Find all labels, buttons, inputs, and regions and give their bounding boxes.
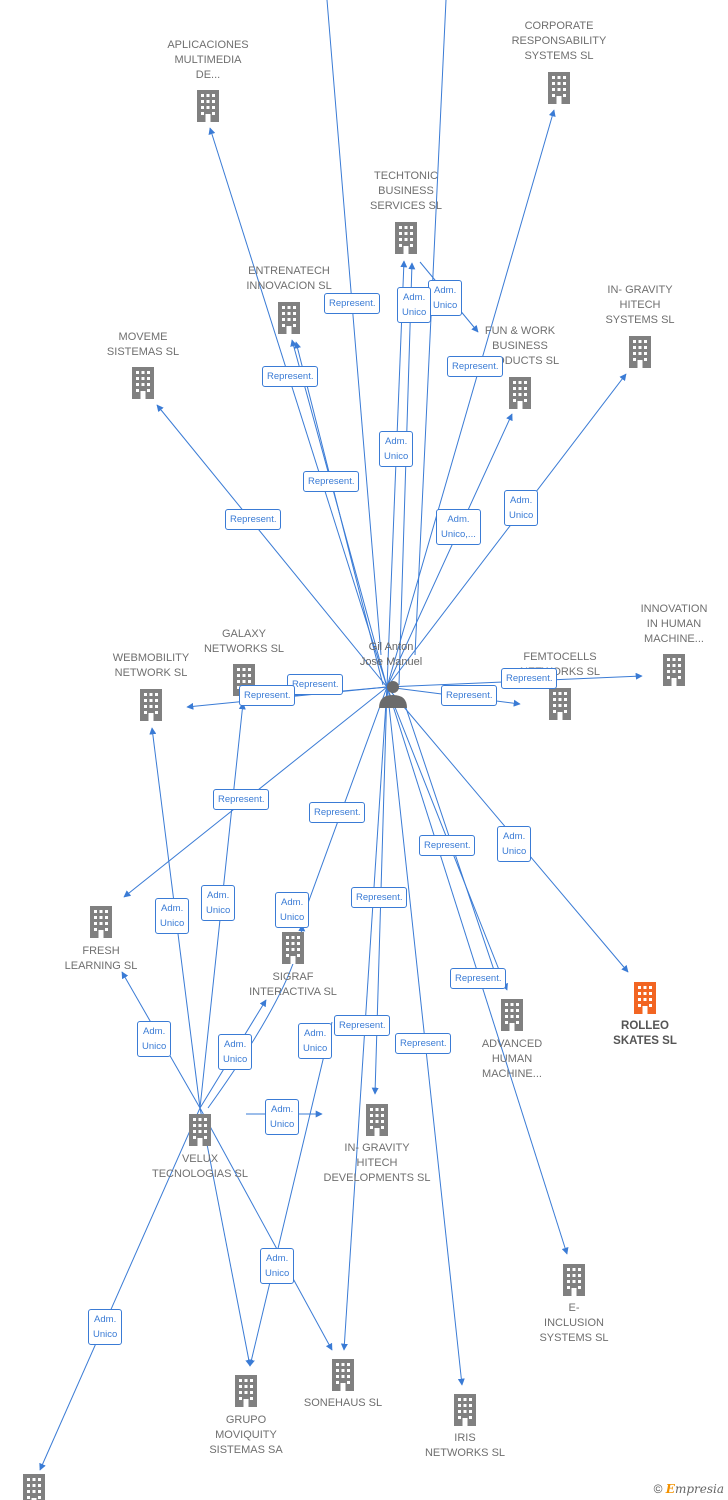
relation-badge-represent: Represent. [287,674,344,695]
relation-badge-represent: Represent. [441,685,498,706]
edge-person-to-fun_work [386,413,513,688]
company-in_gravity_dev-building-icon[interactable] [366,1104,388,1136]
relation-badge-adm-unico: Adm. Unico [155,898,190,934]
relation-badge-adm-unico: Adm. Unico [397,287,432,323]
company-label-rolleo[interactable]: ROLLEO SKATES SL [613,1020,677,1047]
person-icon[interactable] [379,681,407,708]
company-fresh-building-icon[interactable] [90,906,112,938]
edge-person-to-offscreen-2 [414,0,447,656]
company-label-sigraf[interactable]: SIGRAF INTERACTIVA SL [249,971,337,998]
company-label-e_inclusion[interactable]: E- INCLUSION SYSTEMS SL [539,1302,609,1344]
node-layer [23,72,685,1500]
company-innovation_human-building-icon[interactable] [663,654,685,686]
relation-badge-adm-unico: Adm. Unico [275,892,310,928]
relation-badge-represent: Represent. [309,802,366,823]
company-iris-building-icon[interactable] [454,1394,476,1426]
relation-badge-adm-unico: Adm. Unico [265,1099,300,1135]
brand-logo-initial: E [665,1482,675,1496]
edge-person-to-techtonic-2 [398,262,416,686]
company-label-fresh[interactable]: FRESH LEARNING SL [64,945,138,972]
company-rolleo-building-icon[interactable] [634,982,656,1014]
company-label-in_gravity_dev[interactable]: IN- GRAVITY HITECH DEVELOPMENTS SL [323,1142,431,1184]
relation-badge-adm-unico: Adm. Unico [218,1034,253,1070]
relation-badge-adm-unico: Adm. Unico [379,431,414,467]
copyright-symbol: © [653,1482,663,1496]
company-label-techtonic[interactable]: TECHTONIC BUSINESS SERVICES SL [370,170,442,212]
company-in_gravity_hitech-building-icon[interactable] [629,336,651,368]
company-label-advanced[interactable]: ADVANCED HUMAN MACHINE... [481,1038,543,1080]
relation-badge-represent: Represent. [213,789,270,810]
company-label-galaxy[interactable]: GALAXY NETWORKS SL [203,628,285,655]
relation-badge-adm-unico: Adm. Unico [137,1021,172,1057]
company-velux-building-icon[interactable] [189,1114,211,1146]
edge-person-to-corporate [386,109,556,688]
edge-person-to-offscreen-1 [326,0,382,656]
edge-velux-to-grupo [199,1107,253,1367]
company-label-entrenatech[interactable]: ENTRENATECH INNOVACION SL [246,265,332,292]
company-label-corporate[interactable]: CORPORATE RESPONSABILITY SYSTEMS SL [511,20,607,62]
relation-badge-represent: Represent. [303,471,360,492]
relation-badge-represent: Represent. [324,293,381,314]
relation-badge-adm-unico: Adm. Unico [260,1248,295,1284]
relation-badge-represent: Represent. [239,685,296,706]
company-advanced-building-icon[interactable] [501,999,523,1031]
relation-badge-adm-unico: Adm. Unico [201,885,236,921]
brand-logo-text: mpresia [674,1482,724,1496]
company-sigraf-building-icon[interactable] [282,932,304,964]
relation-badge-adm-unico: Adm. Unico [504,490,539,526]
company-corporate-building-icon[interactable] [548,72,570,104]
company-femtocells-building-icon[interactable] [549,688,571,720]
edge-layer [39,0,643,1471]
company-label-innovation_human[interactable]: INNOVATION IN HUMAN MACHINE... [640,603,708,645]
edge-velux-to-sonehaus [199,1107,333,1351]
edge-person-to-in_gravity_hitech [386,373,627,688]
relation-badge-adm-unico: Adm. Unico [88,1309,123,1345]
company-bottom_left-building-icon[interactable] [23,1474,45,1500]
relation-badge-represent: Represent. [450,968,507,989]
relation-badge-represent: Represent. [419,835,476,856]
relation-badge-represent: Represent. [225,509,282,530]
relation-badge-represent: Represent. [395,1033,452,1054]
company-techtonic-building-icon[interactable] [395,222,417,254]
relation-badge-represent: Represent. [351,887,408,908]
company-aplicaciones-building-icon[interactable] [197,90,219,122]
edge-person-to-entrenatech-2 [294,341,384,686]
company-label-in_gravity_hitech[interactable]: IN- GRAVITY HITECH SYSTEMS SL [605,284,675,326]
company-sonehaus-building-icon[interactable] [332,1359,354,1391]
edge-person-to-techtonic [386,260,408,688]
company-label-aplicaciones[interactable]: APLICACIONES MULTIMEDIA DE... [167,39,249,81]
relation-badge-represent: Represent. [501,668,558,689]
relation-badge-adm-unico-more: Adm. Unico,... [436,509,481,545]
company-webmobility-building-icon[interactable] [140,689,162,721]
edge-sigraf-to-grupo [248,1021,333,1367]
company-e_inclusion-building-icon[interactable] [563,1264,585,1296]
company-entrenatech-building-icon[interactable] [278,302,300,334]
relation-badge-represent: Represent. [334,1015,391,1036]
relation-badge-adm-unico: Adm. Unico [497,826,532,862]
relation-badge-represent: Represent. [447,356,504,377]
company-moveme-building-icon[interactable] [132,367,154,399]
relation-badge-adm-unico: Adm. Unico [298,1023,333,1059]
company-label-sonehaus[interactable]: SONEHAUS SL [303,1397,383,1409]
company-label-grupo[interactable]: GRUPO MOVIQUITY SISTEMAS SA [209,1414,283,1456]
edge-velux-to-bottom_left [39,1107,201,1471]
person-label[interactable]: Gil Anton Jose Manuel [359,641,423,668]
edge-person-to-aplicaciones [208,127,388,688]
empresia-watermark: © Empresia [654,1482,724,1496]
company-label-iris[interactable]: IRIS NETWORKS SL [424,1432,506,1459]
company-label-velux[interactable]: VELUX TECNOLOGIAS SL [152,1153,248,1180]
relation-badge-represent: Represent. [262,366,319,387]
company-fun_work-building-icon[interactable] [509,377,531,409]
edge-person-to-moveme [156,404,388,688]
company-grupo-building-icon[interactable] [235,1375,257,1407]
company-label-moveme[interactable]: MOVEME SISTEMAS SL [106,331,180,358]
relation-badge-adm-unico: Adm. Unico [428,280,463,316]
company-label-webmobility[interactable]: WEBMOBILITY NETWORK SL [112,652,190,679]
